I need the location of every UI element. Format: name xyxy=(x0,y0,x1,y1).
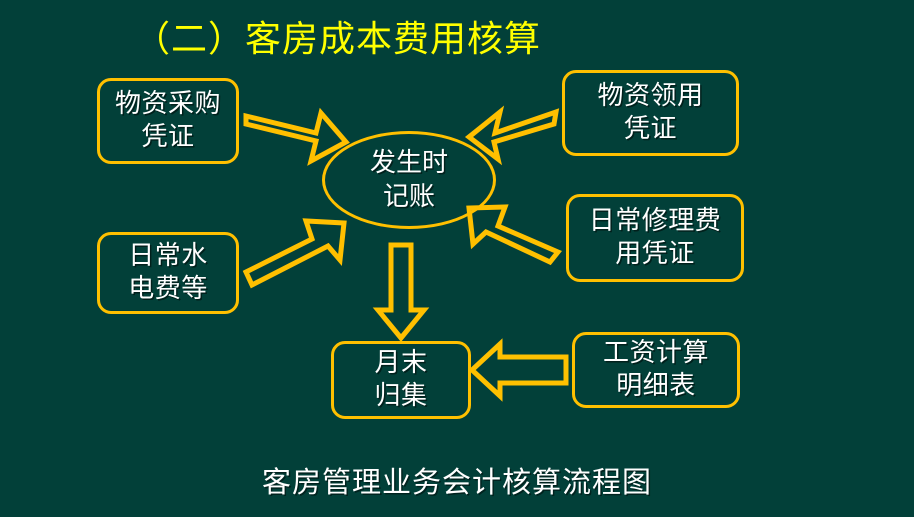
diagram-caption: 客房管理业务会计核算流程图 xyxy=(261,465,652,499)
arrow-repair-to-center xyxy=(466,204,562,266)
node-month-end-collection[interactable]: 月末 归集 xyxy=(331,341,471,419)
node-payroll-detail-sheet[interactable]: 工资计算 明细表 xyxy=(572,332,740,408)
node-requisition-voucher-label: 物资领用 凭证 xyxy=(597,81,704,144)
arrow-utilities-to-center xyxy=(242,218,347,289)
node-payroll-detail-sheet-label: 工资计算 明细表 xyxy=(602,338,709,401)
arrow-center-to-monthend xyxy=(372,242,430,342)
node-record-when-incurred[interactable]: 发生时 记账 xyxy=(322,131,496,229)
arrow-payroll-to-monthend xyxy=(468,338,569,402)
node-requisition-voucher[interactable]: 物资领用 凭证 xyxy=(562,70,739,156)
node-month-end-collection-label: 月末 归集 xyxy=(374,348,428,411)
arrow-purchase-to-center xyxy=(243,107,350,166)
node-purchase-voucher[interactable]: 物资采购 凭证 xyxy=(97,78,239,164)
node-daily-utilities-label: 日常水 电费等 xyxy=(128,241,208,304)
node-repair-expense-voucher[interactable]: 日常修理费 用凭证 xyxy=(566,194,744,282)
node-record-when-incurred-label: 发生时 记账 xyxy=(369,148,448,212)
node-purchase-voucher-label: 物资采购 凭证 xyxy=(114,89,221,152)
node-daily-utilities[interactable]: 日常水 电费等 xyxy=(97,232,239,314)
arrow-requisition-to-center xyxy=(464,105,560,166)
page-title: （二）客房成本费用核算 xyxy=(134,19,542,60)
node-repair-expense-voucher-label: 日常修理费 用凭证 xyxy=(588,206,722,269)
